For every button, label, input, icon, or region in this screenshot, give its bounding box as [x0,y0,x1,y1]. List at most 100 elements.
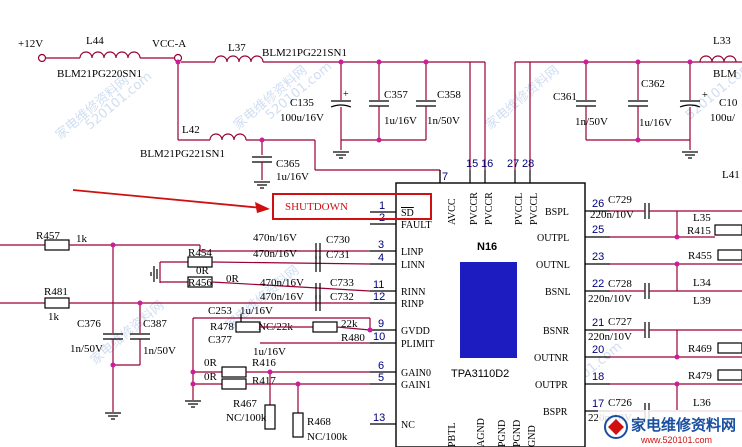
resistor-R455 [717,249,742,261]
label-R468-value: NC/100k [307,431,348,443]
label-L39-ref: L39 [693,295,711,307]
ic-pin-name: NC [401,420,415,431]
ic-pin-number: 13 [373,412,385,424]
label-C358-value: 1n/50V [427,115,460,127]
resistor-R480 [312,321,338,333]
ic-pin-name: PVCCR [469,192,480,225]
resistor-R468 [292,412,304,438]
label-R416-value: 0R [204,357,218,369]
label-R457-value: 1k [76,233,88,245]
ic-pin-name: AGND [476,418,487,447]
label-L36-ref: L36 [693,397,711,409]
label-R454-ref: R454 [188,247,212,259]
power-label-12v: +12V [18,38,43,50]
label-C726-ref: C726 [608,397,632,409]
label-C731-ref: C731 [326,249,350,261]
ic-pin-name: GAIN0 [401,368,431,379]
watermark-text: 家电维修资料网 [482,62,562,133]
label-R457-ref: R457 [36,230,60,242]
ic-body-fill [460,262,517,358]
ic-pin-number: 3 [378,239,384,251]
ic-pin-name: AVCC [447,198,458,225]
inductor-L37 [214,55,264,63]
ic-pin-number: 17 [592,398,604,410]
label-R467-ref: R467 [233,398,257,410]
label-R478-ref: R478 [210,321,234,333]
ic-pin-number: 9 [378,318,384,330]
ic-left-pins: SD 1 FAULT 2 LINP 3 LINN 4 RINN 11 RINP … [370,200,434,431]
label-L37-ref: L37 [228,42,246,54]
ic-pin-name: SD [401,208,414,219]
resistor-R467 [264,404,276,430]
label-C365-value: 1u/16V [276,171,309,183]
label-C357-ref: C357 [384,89,408,101]
input-network: R457 1k 470n/16V C730 R454 0R 470n/16V C… [0,230,371,420]
ic-pin-name: PGND [512,420,523,447]
label-L42-value: BLM21PG221SN1 [140,148,225,160]
ic-pin-number: 21 [592,317,604,329]
resistor-R417 [221,378,247,390]
label-C730-value: 470n/16V [253,232,297,244]
resistor-R415 [714,224,742,236]
shutdown-highlight-box [272,193,432,220]
arrow-head-icon [255,202,270,213]
label-C733-ref: C733 [330,277,354,289]
label-C387-ref: C387 [143,318,167,330]
label-C732-ref: C732 [330,291,354,303]
inductor-L33 [699,55,737,63]
ic-pin-number: 10 [373,331,385,343]
footer-watermark: 家电维修资料网 www.520101.com [598,410,742,447]
ic-ref: N16 [477,241,497,253]
supply-caps-left: + C135 100u/16V C357 1u/16V C358 1n/50V [280,62,461,159]
ic-pin-name: PVCCL [514,193,525,225]
supply-caps-right: + C361 1n/50V C362 1u/16V C10 100u/ [553,62,738,159]
ic-pin-name: FAULT [401,220,432,231]
ic-pin-name: PGND [497,420,508,447]
label-C727-value: 220n/10V [588,331,632,343]
label-R469-ref: R469 [688,343,712,355]
ic-pin-name: OUTPL [537,233,569,244]
ic-pin-name: OUTNR [534,353,569,364]
ic-pin-name: PVCCR [484,192,495,225]
ic-pin-number: 22 [592,278,604,290]
label-C253-ref: C253 [208,305,232,317]
label-R481-ref: R481 [44,286,68,298]
ic-pin-name: OUTPR [535,380,568,391]
label-L34-ref: L34 [693,277,711,289]
label-R415-ref: R415 [687,225,711,237]
footer-watermark-text: 家电维修资料网 [631,416,736,434]
label-R481-value: 1k [48,311,60,323]
ic-bottom-pins: PBTL AGND PGND PGND GND [447,418,538,447]
ic-pin-name: RINP [401,299,424,310]
label-R456-value: 0R [226,273,240,285]
label-C728-ref: C728 [608,278,632,290]
inductor-L44 [79,51,141,59]
ic-pin-number: 27 [507,158,519,170]
label-L35-ref: L35 [693,212,711,224]
label-C377-ref: C377 [208,334,232,346]
label-C729-value: 220n/10V [590,209,634,221]
label-C365-ref: C365 [276,158,300,170]
label-C728-value: 220n/10V [588,293,632,305]
ic-pin-name: GVDD [401,326,430,337]
label-C10x-ref: C10 [719,97,738,109]
ic-pin-number: 23 [592,251,604,263]
ic-pin-number: 18 [592,371,604,383]
ic-pin-name: PLIMIT [401,339,434,350]
ic-pin-number: 20 [592,344,604,356]
ic-right-pins: BSPL 26 OUTPL 25 OUTNL 23 BSNL 22 BSNR 2… [534,198,610,418]
label-L33-value: BLM [713,68,737,80]
label-C10x-value: 100u/ [710,112,736,124]
label-C732-value: 470n/16V [260,291,304,303]
arrow-icon [72,189,263,209]
inductor-L42 [209,133,247,141]
power-label-vcca: VCC-A [152,38,186,50]
ic-pin-number: 6 [378,360,384,372]
ic-pin-name: LINP [401,247,424,258]
gain-network: C253 1u/16V R478 NC/22k 22k R480 C377 1u… [185,305,373,443]
shutdown-annotation: SHUTDOWN [72,189,432,220]
label-C376-value: 1n/50V [70,343,103,355]
label-L33-ref: L33 [713,35,731,47]
svg-text:+: + [343,89,349,100]
